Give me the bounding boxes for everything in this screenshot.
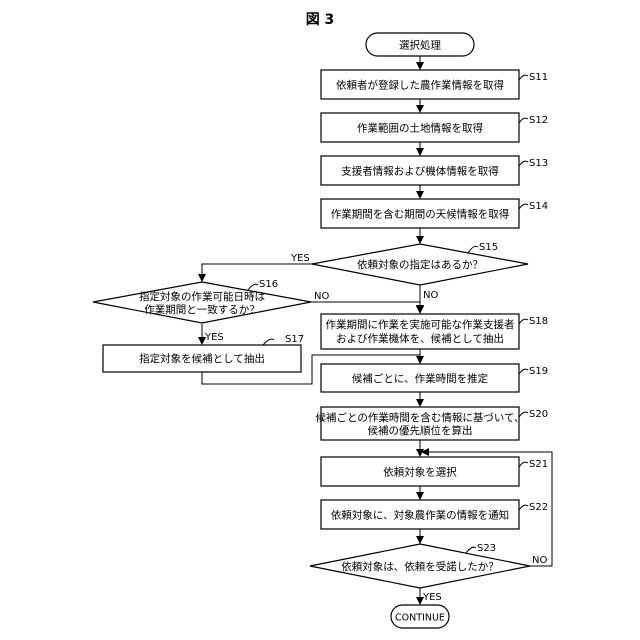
process-s14: 作業期間を含む期間の天候情報を取得 S14 [321, 199, 548, 228]
step-label-s22: S22 [529, 502, 548, 513]
step-label-s12: S12 [529, 115, 548, 126]
process-s17-text: 指定対象を候補として抽出 [139, 352, 265, 365]
process-s11: 依頼者が登録した農作業情報を取得 S11 [321, 70, 548, 99]
process-s20: 候補ごとの作業時間を含む情報に基づいて、 候補の優先順位を算出 S20 [315, 407, 548, 440]
step-label-s15: S15 [479, 242, 498, 253]
end-terminal-label: CONTINUE [395, 613, 445, 624]
process-s22-text: 依頼対象に、対象農作業の情報を通知 [331, 509, 509, 522]
process-s12-text: 作業範囲の土地情報を取得 [357, 122, 483, 135]
decision-s15-text: 依頼対象の指定はあるか？ [357, 258, 483, 271]
process-s12: 作業範囲の土地情報を取得 S12 [321, 113, 548, 142]
process-s21: 依頼対象を選択 S21 [321, 457, 548, 486]
process-s20-line2: 候補の優先順位を算出 [368, 424, 473, 437]
branch-label-s15-no: NO [423, 290, 438, 301]
process-s22: 依頼対象に、対象農作業の情報を通知 S22 [321, 500, 548, 529]
step-label-s14: S14 [529, 201, 548, 212]
step-label-s18: S18 [529, 316, 548, 327]
step-label-s13: S13 [529, 158, 548, 169]
step-label-s11: S11 [529, 72, 548, 83]
decision-s23-text: 依頼対象は、依頼を受諾したか？ [341, 560, 499, 573]
step-label-s23: S23 [477, 543, 496, 554]
decision-s16-line1: 指定対象の作業可能日時は [139, 290, 265, 303]
decision-s23: 依頼対象は、依頼を受諾したか？ S23 NO YES [310, 543, 547, 603]
process-s19: 候補ごとに、作業時間を推定 S19 [321, 364, 548, 392]
branch-label-s15-yes: YES [290, 253, 310, 264]
process-s11-text: 依頼者が登録した農作業情報を取得 [336, 79, 504, 92]
decision-s16-line2: 作業期間と一致するか？ [144, 303, 260, 316]
step-label-s21: S21 [529, 459, 548, 470]
step-label-s16: S16 [259, 279, 278, 290]
process-s17: 指定対象を候補として抽出 S17 [103, 334, 304, 372]
step-label-s17: S17 [285, 334, 304, 345]
process-s19-text: 候補ごとに、作業時間を推定 [352, 372, 489, 385]
process-s18: 作業期間に作業を実施可能な作業支援者 および作業機体を、候補として抽出 S18 [321, 314, 548, 349]
branch-label-s16-yes: YES [204, 332, 224, 343]
step-label-s20: S20 [529, 409, 548, 420]
edge-s15-yes-s16 [202, 264, 312, 281]
start-terminal-label: 選択処理 [399, 39, 441, 52]
process-s18-line1: 作業期間に作業を実施可能な作業支援者 [326, 318, 515, 331]
branch-label-s23-yes: YES [422, 592, 442, 603]
branch-label-s16-no: NO [314, 291, 329, 302]
process-s20-line1: 候補ごとの作業時間を含む情報に基づいて、 [315, 411, 524, 424]
end-terminal: CONTINUE [391, 605, 449, 628]
figure-title: 図 3 [306, 12, 335, 28]
process-s14-text: 作業期間を含む期間の天候情報を取得 [331, 208, 510, 221]
process-s13: 支援者情報および機体情報を取得 S13 [321, 156, 548, 185]
process-s13-text: 支援者情報および機体情報を取得 [341, 165, 499, 178]
process-s18-line2: および作業機体を、候補として抽出 [336, 332, 504, 345]
start-terminal: 選択処理 [366, 33, 474, 56]
process-s21-text: 依頼対象を選択 [383, 466, 457, 479]
step-label-s19: S19 [529, 366, 548, 377]
edge-s16-no-s18 [311, 302, 420, 312]
branch-label-s23-no: NO [532, 555, 547, 566]
